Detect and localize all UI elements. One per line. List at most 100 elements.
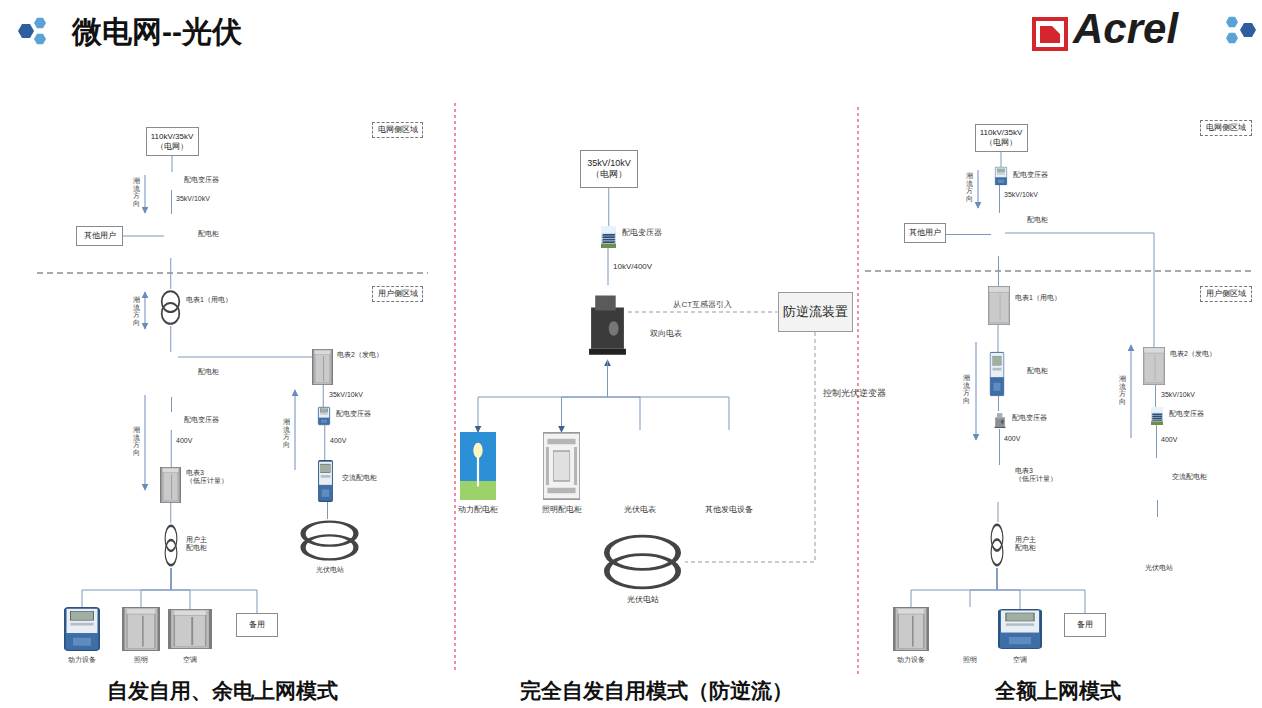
flow-direction-label: 潮流方向 bbox=[1119, 375, 1126, 406]
meter-display bbox=[321, 464, 331, 472]
voltage-label: 10kV/400V bbox=[613, 262, 652, 272]
node-label: 用户主 配电柜 bbox=[1015, 536, 1036, 553]
connector bbox=[327, 502, 328, 519]
icon bbox=[1149, 458, 1163, 500]
node-label: 配电柜 bbox=[1027, 216, 1048, 224]
node-label: 双向电表 bbox=[650, 329, 682, 339]
connector bbox=[608, 188, 609, 226]
generator-set-icon: 其他发电设备 bbox=[703, 430, 755, 498]
logo-hexagon bbox=[18, 24, 34, 38]
flow-direction-label: 潮流方向 bbox=[133, 177, 140, 208]
meter-display bbox=[70, 611, 93, 620]
icon bbox=[166, 412, 178, 430]
icon-part bbox=[574, 447, 577, 485]
panel-caption: 自发自用、余电上网模式 bbox=[107, 678, 338, 703]
sky bbox=[460, 432, 496, 500]
icon-part bbox=[1001, 611, 1039, 633]
lighting-icon: 照明 bbox=[951, 607, 989, 651]
logo-hexagon bbox=[1226, 17, 1238, 27]
flow-arrow bbox=[978, 170, 979, 208]
pv-panel-row bbox=[1152, 417, 1163, 418]
cabinet-icon: 配电柜 bbox=[164, 352, 178, 397]
voltage-label: 400V bbox=[1161, 436, 1177, 444]
node-label: 电表3 （低压计量） bbox=[186, 469, 228, 486]
connector bbox=[171, 568, 190, 609]
cabinet-icon: 用户主 配电柜 bbox=[164, 523, 178, 568]
icon-part bbox=[993, 368, 1002, 371]
cabinet-body bbox=[1143, 347, 1164, 384]
connector bbox=[170, 326, 171, 352]
node-label: 电网侧区域 bbox=[378, 125, 418, 135]
icon bbox=[318, 460, 333, 502]
winding bbox=[165, 540, 177, 565]
icon-part bbox=[601, 226, 616, 233]
flow-direction-label: 潮流方向 bbox=[133, 296, 140, 327]
icon bbox=[991, 213, 1005, 256]
meter-body bbox=[999, 610, 1041, 649]
node-label: 配电变压器 bbox=[622, 228, 662, 238]
panel-caption: 全额上网模式 bbox=[995, 678, 1121, 703]
cabinet-body bbox=[123, 608, 158, 651]
node-label: 光伏电表 bbox=[624, 505, 656, 515]
air-conditioner-icon: 空调 bbox=[998, 609, 1042, 649]
connector bbox=[608, 360, 641, 430]
icon bbox=[64, 607, 100, 651]
icon-part bbox=[994, 383, 1001, 391]
transformer-icon: 配电变压器 bbox=[994, 411, 1006, 429]
icon-part bbox=[997, 173, 1005, 174]
cabinet-body bbox=[313, 349, 333, 384]
flow-arrow bbox=[145, 175, 146, 213]
logo-hexagon bbox=[1226, 33, 1238, 43]
icon-part bbox=[321, 420, 327, 423]
node-label: 配电柜 bbox=[198, 368, 219, 376]
node-label: 配电变压器 bbox=[336, 410, 371, 418]
node-label: 用户侧区域 bbox=[378, 289, 418, 299]
cabinet-body bbox=[161, 467, 181, 502]
connector bbox=[970, 568, 997, 607]
icon bbox=[703, 430, 755, 498]
icon bbox=[460, 432, 496, 500]
cabinet-body bbox=[894, 608, 927, 651]
connector bbox=[946, 234, 992, 235]
node-label: 其他用户 bbox=[84, 231, 116, 241]
icon-part bbox=[998, 180, 1004, 183]
motor-equipment-icon: 动力设备 bbox=[64, 607, 100, 651]
icon-part bbox=[163, 473, 178, 501]
node-label: 配电变压器 bbox=[184, 416, 219, 424]
icon-part bbox=[547, 439, 575, 444]
connector bbox=[1156, 425, 1157, 458]
logo-mark bbox=[1034, 19, 1066, 49]
node-label: 电表1（用电） bbox=[186, 296, 232, 304]
text-box: 其他用户 bbox=[76, 226, 123, 246]
cabinet-icon: 配电柜 bbox=[991, 213, 1005, 256]
cabinet-icon: 配电柜 bbox=[990, 352, 1004, 396]
node-label: 光伏电站 bbox=[627, 595, 659, 605]
transformer-icon: 配电变压器 bbox=[601, 226, 616, 248]
icon-part bbox=[553, 451, 569, 481]
flow-arrow bbox=[145, 395, 146, 490]
node-label: 动力设备 bbox=[68, 656, 96, 664]
voltage-label: 400V bbox=[176, 437, 192, 445]
winding bbox=[991, 539, 1003, 565]
pv-station-icon: 光伏电站 bbox=[1128, 517, 1190, 560]
pv-panel-row bbox=[1152, 419, 1163, 420]
voltage-label: 35kV/10kV bbox=[1004, 191, 1038, 199]
meter-body bbox=[995, 167, 1007, 185]
cabinet-icon: 交流配电柜 bbox=[318, 460, 333, 502]
connector bbox=[178, 357, 312, 358]
connector bbox=[1157, 500, 1158, 517]
icon bbox=[164, 214, 178, 258]
connector bbox=[998, 256, 999, 286]
icon-part bbox=[912, 616, 914, 647]
icon bbox=[122, 607, 160, 651]
text-box: 35kV/10kV （电网） bbox=[580, 150, 638, 188]
cabinet-icon: 用户主 配电柜 bbox=[990, 522, 1004, 568]
icon-part bbox=[321, 475, 331, 478]
connector bbox=[170, 258, 171, 289]
text-box: 其他用户 bbox=[904, 223, 946, 243]
icon bbox=[994, 411, 1006, 429]
icon-part bbox=[163, 469, 178, 473]
region-box: 用户侧区域 bbox=[372, 286, 423, 302]
